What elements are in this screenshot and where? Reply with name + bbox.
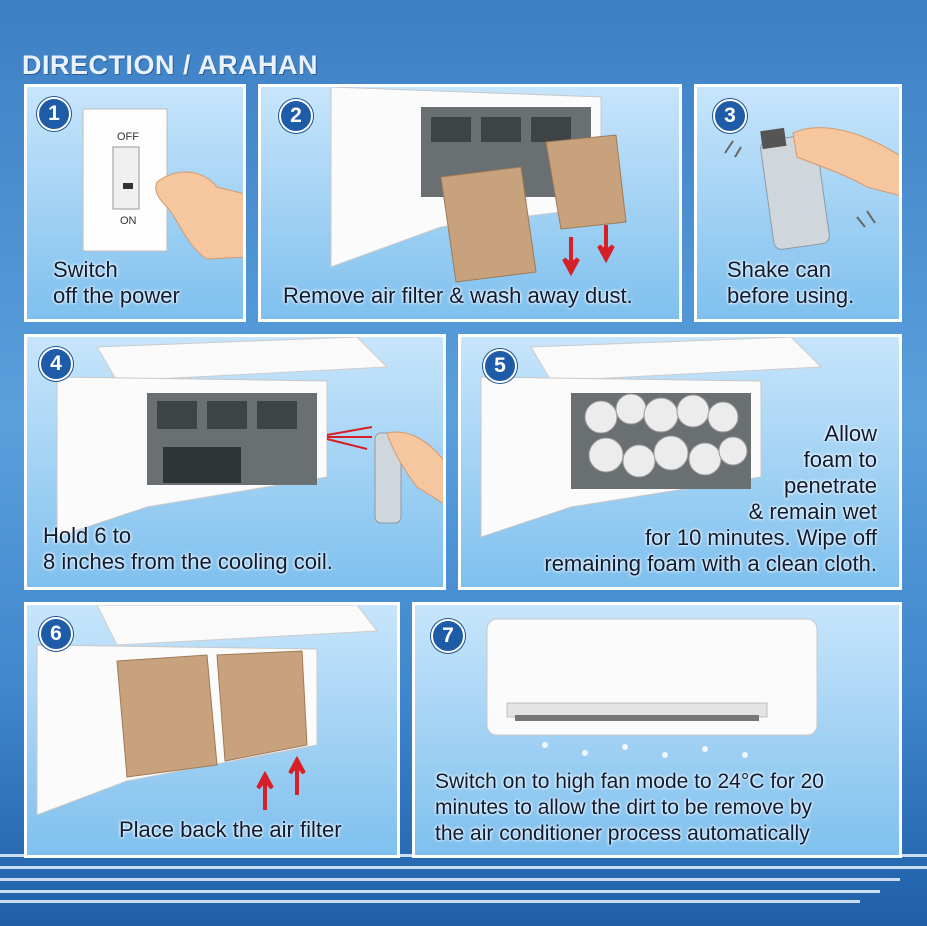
step-1-number: 1 — [37, 97, 71, 131]
replace-filter-illustration — [36, 605, 378, 816]
step-7-number: 7 — [431, 619, 465, 653]
step-2-panel: 2 Remove air filter & wash away dust. — [258, 84, 682, 322]
step-5-panel: 5 Allow foam to penetrate & remain wet f… — [458, 334, 902, 590]
step-2-caption: Remove air filter & wash away dust. — [283, 283, 633, 308]
foam-coil-illustration — [480, 337, 823, 538]
step-3-panel: 3 Shake can before using. — [694, 84, 902, 322]
step-6-caption: Place back the air filter — [119, 817, 342, 842]
spray-can-shake-illustration — [724, 127, 899, 250]
step-4-caption: Hold 6 to 8 inches from the cooling coil… — [43, 523, 333, 574]
air-filter-removal-illustration — [330, 87, 627, 283]
step-2-number: 2 — [279, 99, 313, 133]
step-4-number: 4 — [39, 347, 73, 381]
step-5-number: 5 — [483, 349, 517, 383]
step-1-panel: 1 OFF ON Switch off the power — [24, 84, 246, 322]
step-7-panel: 7 Switch on to high fan mode to 24°C for… — [412, 602, 902, 858]
step-6-panel: 6 Place back the air filter — [24, 602, 400, 858]
spray-coil-illustration — [56, 337, 443, 538]
step-6-number: 6 — [39, 617, 73, 651]
light-switch-illustration — [82, 108, 243, 260]
step-3-caption: Shake can before using. — [727, 257, 855, 308]
step-5-caption: Allow foam to penetrate & remain wet for… — [544, 421, 877, 576]
step-7-caption: Switch on to high fan mode to 24°C for 2… — [435, 770, 824, 845]
page-title: DIRECTION / ARAHAN — [22, 50, 318, 80]
step-3-number: 3 — [713, 99, 747, 133]
step-1-caption: Switch off the power — [53, 257, 180, 308]
switch-on-label: ON — [120, 215, 137, 227]
step-4-panel: 4 Hold 6 to 8 inches from the cooling co… — [24, 334, 446, 590]
switch-off-label: OFF — [117, 131, 139, 143]
running-ac-illustration — [486, 618, 818, 758]
